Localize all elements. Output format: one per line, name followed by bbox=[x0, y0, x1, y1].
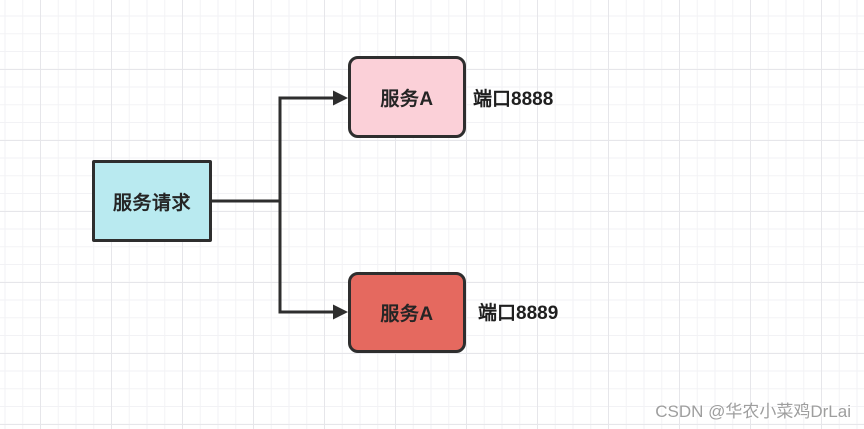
port-8889-label: 端口8889 bbox=[478, 303, 559, 324]
csdn-watermark: CSDN @华农小菜鸡DrLai bbox=[655, 402, 851, 421]
node-service-request: 服务请求 bbox=[92, 160, 212, 242]
arrowhead-icon bbox=[333, 304, 348, 320]
node-service-a-8888: 服务A bbox=[348, 56, 466, 138]
node-service-a-8888-label: 服务A bbox=[380, 88, 434, 110]
connector-to-service-a-8888 bbox=[278, 96, 335, 201]
port-8888-label: 端口8888 bbox=[473, 89, 554, 110]
arrowhead-icon bbox=[333, 90, 348, 106]
node-service-a-8889-label: 服务A bbox=[380, 304, 434, 325]
connector-to-service-a-8889 bbox=[278, 201, 335, 314]
node-service-request-label: 服务请求 bbox=[112, 192, 191, 214]
node-service-a-8889: 服务A bbox=[348, 272, 466, 353]
